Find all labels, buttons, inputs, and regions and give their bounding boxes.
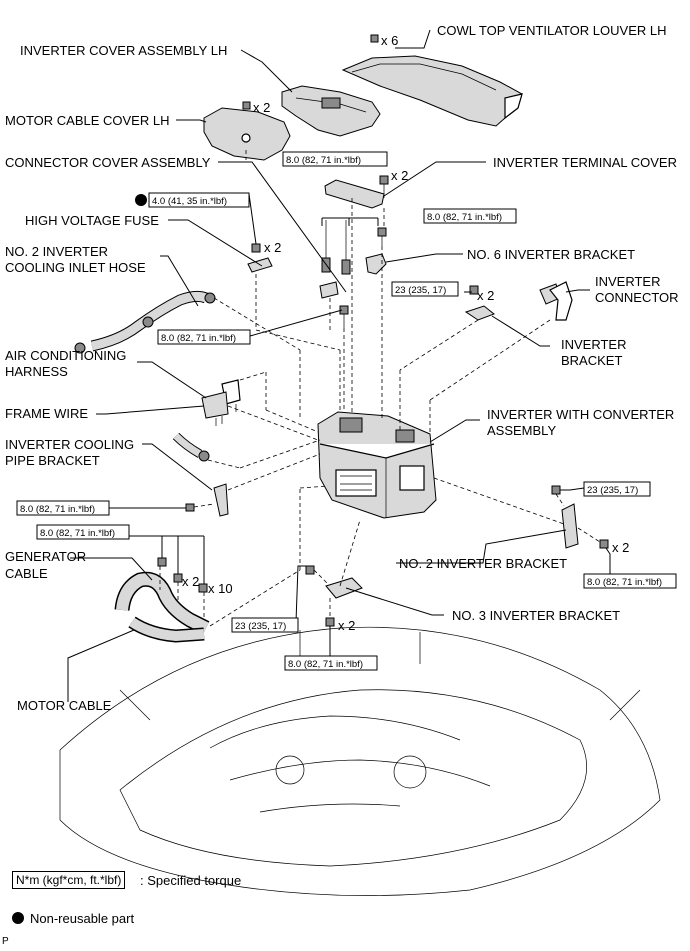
svg-text:23 (235, 17): 23 (235, 17) — [395, 285, 446, 296]
engine-compartment-outline — [59, 626, 661, 896]
quantity-labels: x 6 x 2 x 2 x 2 x 2 x 2 x 10 x 2 x 2 — [182, 33, 629, 633]
qty-cowl: x 6 — [381, 33, 398, 48]
svg-text:8.0 (82, 71 in.*lbf): 8.0 (82, 71 in.*lbf) — [587, 577, 662, 588]
non-reusable-legend-desc: Non-reusable part — [30, 911, 135, 926]
label-no2-bracket: NO. 2 INVERTER BRACKET — [399, 556, 567, 571]
cooling-inlet-hose-part — [74, 290, 216, 354]
label-no3-bracket: NO. 3 INVERTER BRACKET — [452, 608, 620, 623]
svg-text:4.0 (41, 35 in.*lbf): 4.0 (41, 35 in.*lbf) — [152, 196, 227, 207]
svg-text:23 (235, 17): 23 (235, 17) — [235, 621, 286, 632]
torque-box-fuse: 4.0 (41, 35 in.*lbf) — [135, 192, 250, 208]
cooling-pipe-part — [172, 432, 210, 462]
label-cowl-top: COWL TOP VENTILATOR LOUVER LH — [437, 23, 667, 38]
inverter-connector-part — [539, 281, 573, 321]
inverter-with-converter-assembly-part — [317, 411, 437, 519]
torque-box-no2-top: 23 (235, 17) — [583, 481, 651, 497]
svg-text:8.0 (82, 71 in.*lbf): 8.0 (82, 71 in.*lbf) — [40, 528, 115, 539]
label-no6-bracket: NO. 6 INVERTER BRACKET — [467, 247, 635, 262]
torque-legend-box: N*m (kgf*cm, ft.*lbf) — [12, 871, 126, 889]
label-inverter-terminal-cover: INVERTER TERMINAL COVER — [493, 155, 677, 170]
label-inverter-converter-line1: INVERTER WITH CONVERTER — [487, 407, 674, 422]
label-cooling-pipe-bracket-line1: INVERTER COOLING — [5, 437, 134, 452]
label-inverter-connector-line1: INVERTER — [595, 274, 661, 289]
assembly-guide-lines — [159, 150, 601, 627]
cover-bolt-icon — [242, 101, 251, 110]
generator-cable-bolts — [157, 557, 208, 593]
cowl-top-ventilator-louver-part — [341, 55, 523, 127]
label-ac-harness-line1: AIR CONDITIONING — [5, 348, 126, 363]
svg-text:23 (235, 17): 23 (235, 17) — [587, 485, 638, 496]
torque-box-hose: 8.0 (82, 71 in.*lbf) — [157, 329, 251, 345]
torque-box-no3-bottom: 8.0 (82, 71 in.*lbf) — [284, 655, 378, 671]
label-inverter-converter-line2: ASSEMBLY — [487, 423, 556, 438]
label-generator-cable-line2: CABLE — [5, 566, 48, 581]
torque-box-no6: 8.0 (82, 71 in.*lbf) — [423, 208, 517, 224]
non-reusable-dot — [135, 194, 147, 206]
hose-bolt — [339, 305, 349, 328]
qty-no2: x 2 — [612, 540, 629, 555]
no6-inverter-bracket-part — [365, 253, 387, 275]
label-inverter-cover: INVERTER COVER ASSEMBLY LH — [20, 43, 227, 58]
connector-cover-part — [319, 220, 351, 299]
torque-box-terminal: 8.0 (82, 71 in.*lbf) — [282, 151, 388, 167]
svg-text:8.0 (82, 71 in.*lbf): 8.0 (82, 71 in.*lbf) — [161, 333, 236, 344]
torque-box-generator: 8.0 (82, 71 in.*lbf) — [36, 524, 130, 540]
motor-cable-cover-part — [203, 107, 291, 161]
label-generator-cable-line1: GENERATOR — [5, 549, 86, 564]
torque-legend-desc: : Specified torque — [140, 873, 242, 888]
qty-gen-a: x 2 — [182, 574, 199, 589]
ac-harness-connector-part — [201, 379, 241, 426]
label-inverter-connector-line2: CONNECTOR — [595, 290, 679, 305]
label-high-voltage-fuse: HIGH VOLTAGE FUSE — [25, 213, 159, 228]
label-connector-cover: CONNECTOR COVER ASSEMBLY — [5, 155, 211, 170]
cooling-pipe-bracket-part — [185, 483, 229, 517]
torque-box-inverter-bracket: 23 (235, 17) — [391, 281, 459, 297]
qty-no3: x 2 — [338, 618, 355, 633]
inverter-bracket-part — [464, 285, 495, 321]
label-cooling-pipe-bracket-line2: PIPE BRACKET — [5, 453, 100, 468]
torque-box-no2-bottom: 8.0 (82, 71 in.*lbf) — [583, 573, 677, 589]
qty-fuse: x 2 — [264, 240, 281, 255]
terminal-bolts — [377, 175, 389, 246]
svg-text:8.0 (82, 71 in.*lbf): 8.0 (82, 71 in.*lbf) — [427, 212, 502, 223]
torque-specs: 8.0 (82, 71 in.*lbf) 4.0 (41, 35 in.*lbf… — [16, 151, 677, 671]
label-inverter-bracket-line2: BRACKET — [561, 353, 622, 368]
qty-bracket: x 2 — [477, 288, 494, 303]
label-frame-wire: FRAME WIRE — [5, 406, 88, 421]
inverter-terminal-cover-part — [324, 179, 385, 209]
non-reusable-legend-icon — [12, 912, 24, 924]
figure-code: P — [2, 936, 9, 947]
generator-motor-cable-part — [114, 571, 210, 643]
svg-text:8.0 (82, 71 in.*lbf): 8.0 (82, 71 in.*lbf) — [20, 504, 95, 515]
label-motor-cable-cover: MOTOR CABLE COVER LH — [5, 113, 169, 128]
no3-inverter-bracket-part — [305, 565, 363, 627]
torque-box-no3-left: 23 (235, 17) — [231, 617, 299, 633]
svg-text:8.0 (82, 71 in.*lbf): 8.0 (82, 71 in.*lbf) — [286, 155, 361, 166]
label-no2-hose-line2: COOLING INLET HOSE — [5, 260, 146, 275]
torque-box-pipe: 8.0 (82, 71 in.*lbf) — [16, 500, 110, 516]
no2-inverter-bracket-part — [551, 485, 609, 549]
qty-cover: x 2 — [253, 100, 270, 115]
qty-terminal: x 2 — [391, 168, 408, 183]
label-ac-harness-line2: HARNESS — [5, 364, 68, 379]
inverter-cover-assembly-part — [281, 85, 381, 137]
label-no2-hose-line1: NO. 2 INVERTER — [5, 244, 108, 259]
label-motor-cable: MOTOR CABLE — [17, 698, 112, 713]
svg-text:8.0 (82, 71 in.*lbf): 8.0 (82, 71 in.*lbf) — [288, 659, 363, 670]
leader-lines — [67, 29, 611, 702]
part-labels: COWL TOP VENTILATOR LOUVER LH INVERTER C… — [5, 23, 679, 713]
qty-gen-b: x 10 — [208, 581, 233, 596]
cowl-bolt-icon — [370, 34, 379, 43]
label-inverter-bracket-line1: INVERTER — [561, 337, 627, 352]
